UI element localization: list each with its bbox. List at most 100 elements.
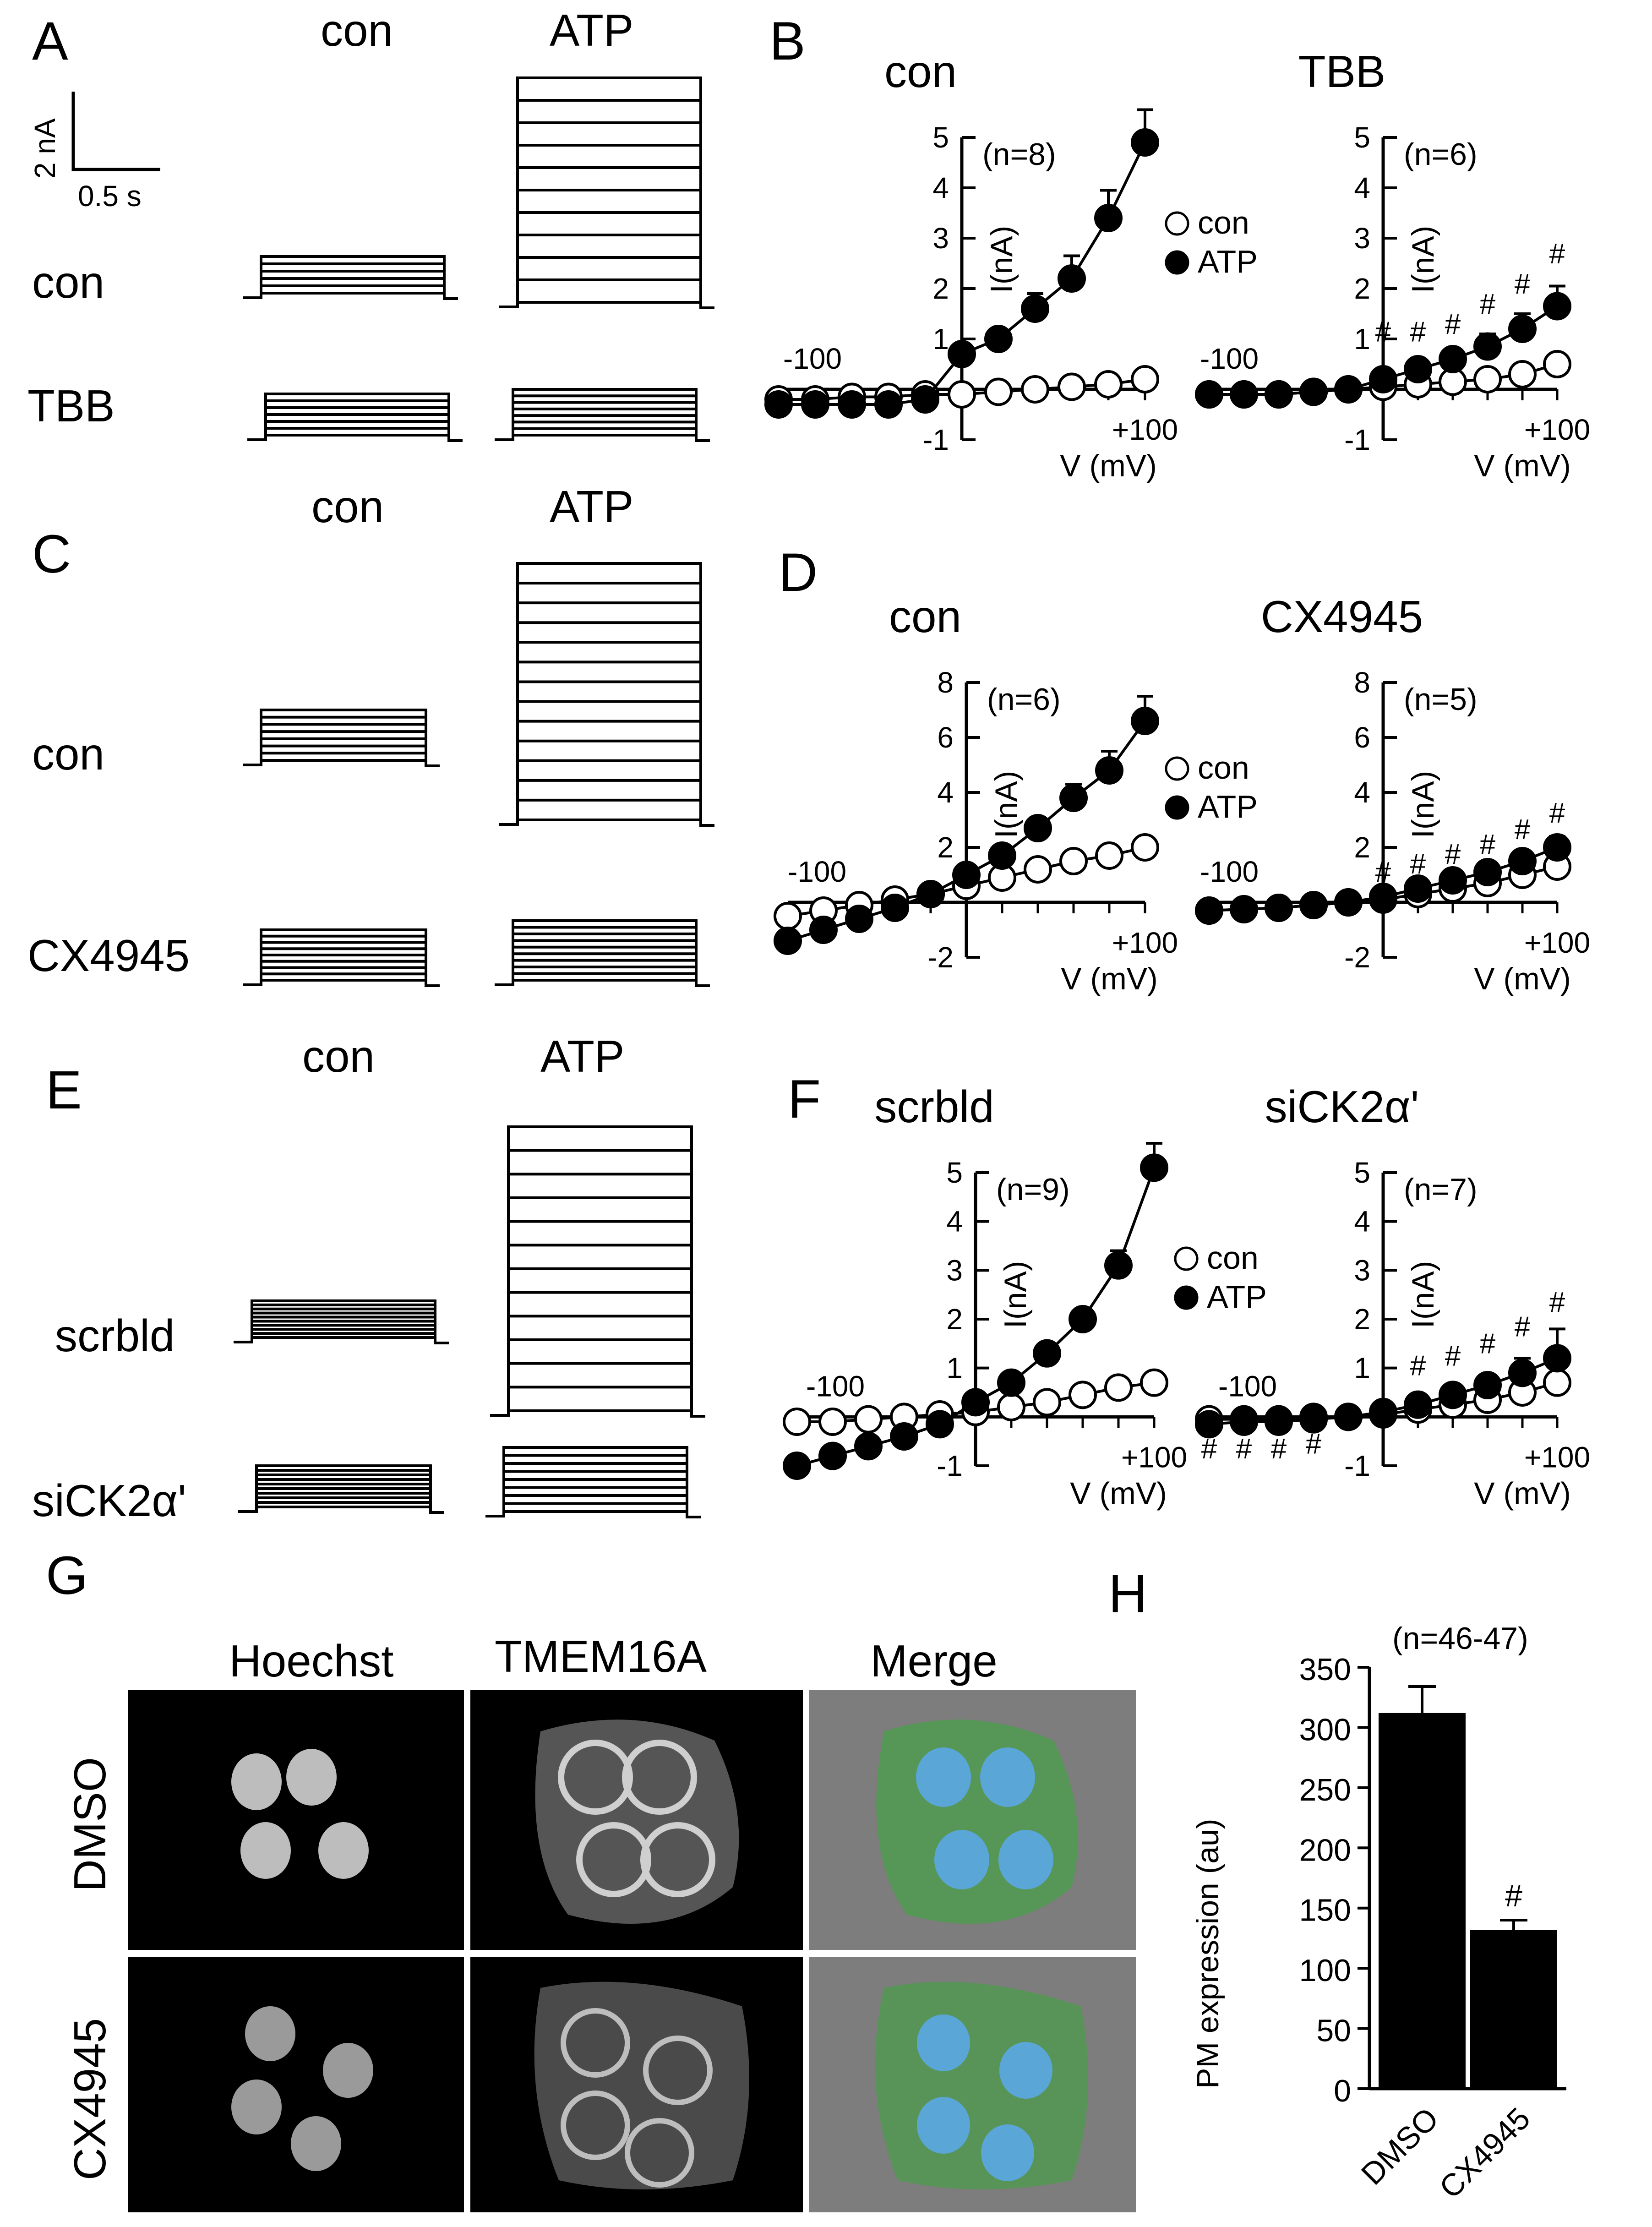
trace-e-scr-atp-sweep [490,1244,705,1418]
trace-c-con-atp-sweep [499,562,714,827]
panel-label-g: G [46,1545,88,1606]
trace-a-tbb-atp [495,388,710,442]
data-point [1140,1153,1168,1182]
nucleus [245,2006,295,2061]
trace-c-cx-con-sweep [243,979,440,987]
data-point [1299,1405,1328,1434]
panel-label-f: F [788,1069,821,1130]
trace-a-con-atp-sweep [499,76,714,309]
trace-c-con-atp [499,562,714,827]
panel-label-a: A [32,11,68,71]
trace-a-con-atp-sweep [499,211,714,309]
n-label: (n=7) [1404,1172,1478,1207]
merge-nucleus [980,1747,1035,1807]
trace-c-cx-con-sweep [243,928,440,987]
y-tick-label: 300 [1299,1712,1351,1747]
trace-e-si-atp-sweep [485,1446,701,1518]
series-atp [1195,833,1571,925]
data-point [890,1422,918,1451]
significance-mark: # [1480,289,1496,320]
data-point [1131,128,1159,157]
x-axis-title: V (mV) [1474,448,1571,483]
data-point [1230,895,1258,923]
data-point [764,390,793,419]
n-label: (n=46-47) [1392,1621,1528,1656]
trace-c-con-atp-sweep [499,720,714,827]
data-point [984,377,1013,406]
data-point [1473,365,1502,393]
bar-cx4945 [1470,1930,1557,2089]
y-tick-label: 4 [1354,1205,1370,1238]
trace-c-cx-atp-sweep [495,966,710,987]
trace-a-tbb-con [247,393,463,442]
data-point [1069,1305,1097,1333]
trace-c-row-con: con [32,729,104,779]
y-tick-label: 6 [937,721,954,754]
data-point [1059,784,1088,812]
y-tick-label: 6 [1354,721,1370,754]
series-atp [1195,284,1571,409]
y-axis-title: I(nA) [998,1261,1033,1328]
trace-c-row-cx4945: CX4945 [27,930,190,981]
trace-c-con-atp-sweep [499,759,714,827]
trace-a-col-con: con [321,5,393,55]
trace-a-con-atp-sweep [499,256,714,309]
y-tick-label: 8 [937,666,954,699]
data-point [1131,365,1159,393]
data-point [1069,1381,1097,1409]
data-point [1508,1359,1537,1387]
cell-images [231,1719,1088,2189]
significance-mark: # [1515,1311,1531,1343]
y-tick-label: 2 [1354,272,1370,305]
data-point [1543,833,1571,862]
data-point [1058,264,1086,293]
y-tick-label: 100 [1299,1953,1351,1988]
plot-title: TBB [1298,46,1386,97]
data-point [997,1368,1025,1397]
trace-e-scr-atp-sweep [490,1362,705,1418]
trace-e-scr-atp-sweep [490,1291,705,1418]
data-point [1543,292,1571,321]
trace-a-col-atp: ATP [550,5,633,55]
trace-c-con-atp-sweep [499,739,714,827]
y-tick-label: 5 [946,1156,963,1189]
plot-title: scrbld [874,1081,994,1132]
x-label-left: -100 [783,342,842,375]
x-label-left: -100 [788,855,846,888]
plot-title: siCK2α' [1265,1081,1419,1132]
micrograph-col-merge: Merge [870,1636,998,1686]
legend-marker [1165,756,1189,781]
y-tick-label: 150 [1299,1893,1351,1928]
y-tick-label: -1 [1344,423,1370,456]
trace-a-con-atp-sweep [499,234,714,309]
y-tick-label: 3 [1354,1254,1370,1287]
data-point [1140,1368,1168,1397]
panel-label-e: E [46,1060,82,1120]
trace-c-con-con [243,709,440,767]
data-point [1369,365,1397,393]
y-tick-label: 8 [1354,666,1370,699]
data-point [1508,847,1537,875]
data-point [1265,894,1293,922]
trace-e-si-con-sweep [238,1464,444,1514]
nucleus [318,1822,369,1879]
trace-a-con-atp-sweep [499,166,714,309]
x-label-right: +100 [1112,926,1178,959]
significance-mark: # [1271,1433,1287,1465]
trace-e-scr-atp-sweep [490,1315,705,1418]
series-atp [764,108,1159,419]
tmem16a-ring [622,1740,697,1815]
trace-c-con-atp-sweep [499,819,714,827]
y-tick-label: 3 [1354,222,1370,255]
significance-mark: # [1236,1433,1252,1465]
trace-a-con-con-sweep [243,255,458,300]
y-axis-title: I(nA) [1406,226,1440,293]
data-point [1369,883,1397,911]
data-point [1095,756,1123,785]
trace-c-cx-atp-sweep [495,919,710,987]
merge-nucleus [916,1747,971,1807]
plot-title: CX4945 [1261,591,1423,642]
